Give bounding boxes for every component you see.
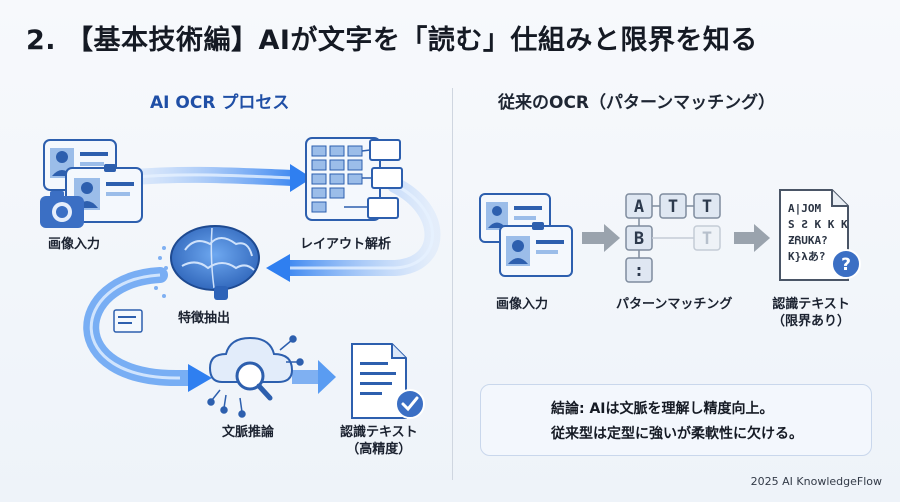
tile-letter: A bbox=[634, 197, 644, 217]
step-layout-analysis: レイアウト解析 bbox=[300, 237, 392, 252]
garbled-line: K}λあ? bbox=[788, 250, 826, 263]
tile-letter: B bbox=[634, 229, 644, 249]
recognized-text-line2: （限界あり） bbox=[772, 314, 851, 329]
brain-icon bbox=[154, 225, 260, 300]
svg-text:?: ? bbox=[841, 255, 851, 275]
small-document-icon bbox=[113, 309, 143, 333]
flow-arrow-3 bbox=[83, 267, 212, 392]
section-divider bbox=[452, 88, 453, 480]
tile-letter: T bbox=[702, 229, 712, 249]
step-context-inference: 文脈推論 bbox=[222, 425, 275, 440]
step-recognized-text-ai: 認識テキスト （高精度） bbox=[340, 424, 418, 458]
page-title: 2. 【基本技術編】AIが文字を「読む」仕組みと限界を知る bbox=[26, 25, 758, 56]
flow-arrow-4 bbox=[292, 360, 336, 394]
step-image-input-traditional: 画像入力 bbox=[496, 297, 549, 312]
step-image-input: 画像入力 bbox=[48, 237, 101, 252]
conclusion-box: 結論: AIは文脈を理解し精度向上。 従来型は定型に強いが柔軟性に欠ける。 bbox=[480, 384, 872, 456]
step-pattern-matching: パターンマッチング bbox=[616, 297, 733, 312]
garbled-line: S Ƨ K K K bbox=[788, 218, 848, 231]
recognized-text-line1: 認識テキスト bbox=[772, 297, 850, 312]
step-recognized-text-traditional: 認識テキスト （限界あり） bbox=[772, 296, 850, 330]
flow-arrow-2 bbox=[266, 177, 441, 282]
tile-letter: : bbox=[634, 261, 644, 281]
footer-credit: 2025 AI KnowledgeFlow bbox=[750, 475, 882, 488]
conclusion-line2: 従来型は定型に強いが柔軟性に欠ける。 bbox=[551, 426, 803, 442]
camera-icon bbox=[40, 191, 84, 228]
gray-arrow-2 bbox=[734, 224, 770, 252]
cloud-search-icon bbox=[207, 335, 304, 418]
ai-ocr-heading: AI OCR プロセス bbox=[150, 93, 290, 113]
recognized-text-line2: （高精度） bbox=[346, 442, 412, 457]
pattern-matching-tiles: A T T B T : bbox=[625, 193, 721, 283]
layout-grid-icon bbox=[305, 137, 403, 221]
gray-arrow-1 bbox=[582, 224, 620, 252]
tile-letter: T bbox=[702, 197, 712, 217]
traditional-ocr-heading: 従来のOCR（パターンマッチング） bbox=[498, 93, 776, 113]
recognized-text-line1: 認識テキスト bbox=[340, 425, 418, 440]
conclusion-line1: 結論: AIは文脈を理解し精度向上。 bbox=[551, 401, 774, 417]
garbled-line: ƵᏲUKA? bbox=[788, 234, 828, 247]
garbled-line: A|JOM bbox=[788, 202, 821, 215]
tile-letter: T bbox=[668, 197, 678, 217]
flow-arrow-1 bbox=[112, 164, 312, 192]
id-card-icon bbox=[479, 193, 573, 277]
document-check-icon bbox=[351, 343, 425, 419]
document-question-icon: A|JOM S Ƨ K K K ƵᏲUKA? K}λあ? ? bbox=[779, 189, 861, 281]
step-feature-extraction: 特徴抽出 bbox=[178, 311, 231, 326]
